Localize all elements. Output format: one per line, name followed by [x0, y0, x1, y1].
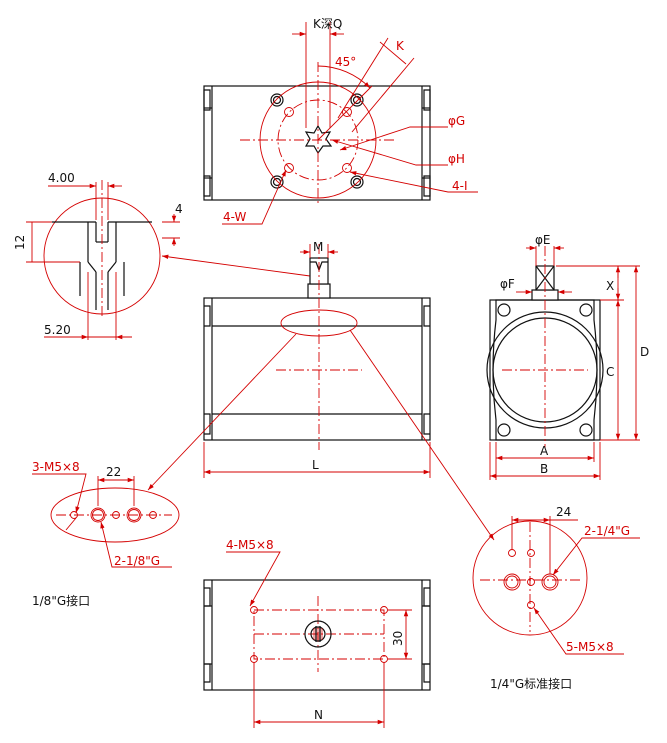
eighth-holes-label: 3-M5×8 — [32, 460, 80, 474]
l-label: L — [312, 458, 319, 472]
slot-width-label: 4.00 — [48, 171, 75, 185]
slot-depth-label: 4 — [175, 202, 183, 216]
bottom-view-body — [203, 579, 431, 691]
front-view: M L — [147, 240, 495, 541]
k-diagonal-label: K — [396, 39, 405, 53]
a-label: A — [540, 444, 549, 458]
side-view: φE φF X C D A B — [486, 233, 649, 480]
eighth-spacing-label: 22 — [106, 465, 121, 479]
m-label: M — [313, 240, 323, 254]
front-view-body — [203, 297, 431, 441]
top-view-body — [203, 85, 431, 201]
top-view: K深Q 45° K φG φH 4-I 4-W — [203, 17, 478, 225]
bottom-height-label: 30 — [391, 631, 405, 646]
c-label: C — [606, 365, 614, 379]
bottom-view: 4-M5×8 30 N — [203, 538, 431, 728]
port-eighth-detail: 3-M5×8 22 2-1/8"G 1/8"G接口 — [32, 460, 180, 608]
holes-w-label: 4-W — [223, 210, 246, 224]
quarter-port-label: 2-1/4"G — [584, 524, 630, 538]
phi-e-label: φE — [535, 233, 551, 247]
phi-g-label: φG — [448, 114, 465, 128]
k-depth-label: K深Q — [313, 17, 342, 31]
eighth-port-label: 2-1/8"G — [114, 554, 160, 568]
port-quarter-detail: 24 2-1/4"G 5-M5×8 1/4"G标准接口 — [472, 505, 640, 691]
holes-i-label: 4-I — [452, 179, 468, 193]
eighth-caption: 1/8"G接口 — [32, 593, 90, 608]
x-label: X — [606, 279, 614, 293]
slot-height-label: 12 — [13, 235, 27, 250]
quarter-holes-label: 5-M5×8 — [566, 640, 614, 654]
phi-h-label: φH — [448, 152, 465, 166]
n-label: N — [314, 708, 323, 722]
slot-span-label: 5.20 — [44, 323, 71, 337]
angle-label: 45° — [335, 55, 356, 69]
quarter-spacing-label: 24 — [556, 505, 571, 519]
bottom-holes-label: 4-M5×8 — [226, 538, 274, 552]
slot-detail: 4.00 4 12 5.20 — [13, 171, 311, 340]
quarter-caption: 1/4"G标准接口 — [490, 676, 572, 691]
b-label: B — [540, 462, 548, 476]
phi-f-label: φF — [500, 277, 515, 291]
d-label: D — [640, 345, 649, 359]
